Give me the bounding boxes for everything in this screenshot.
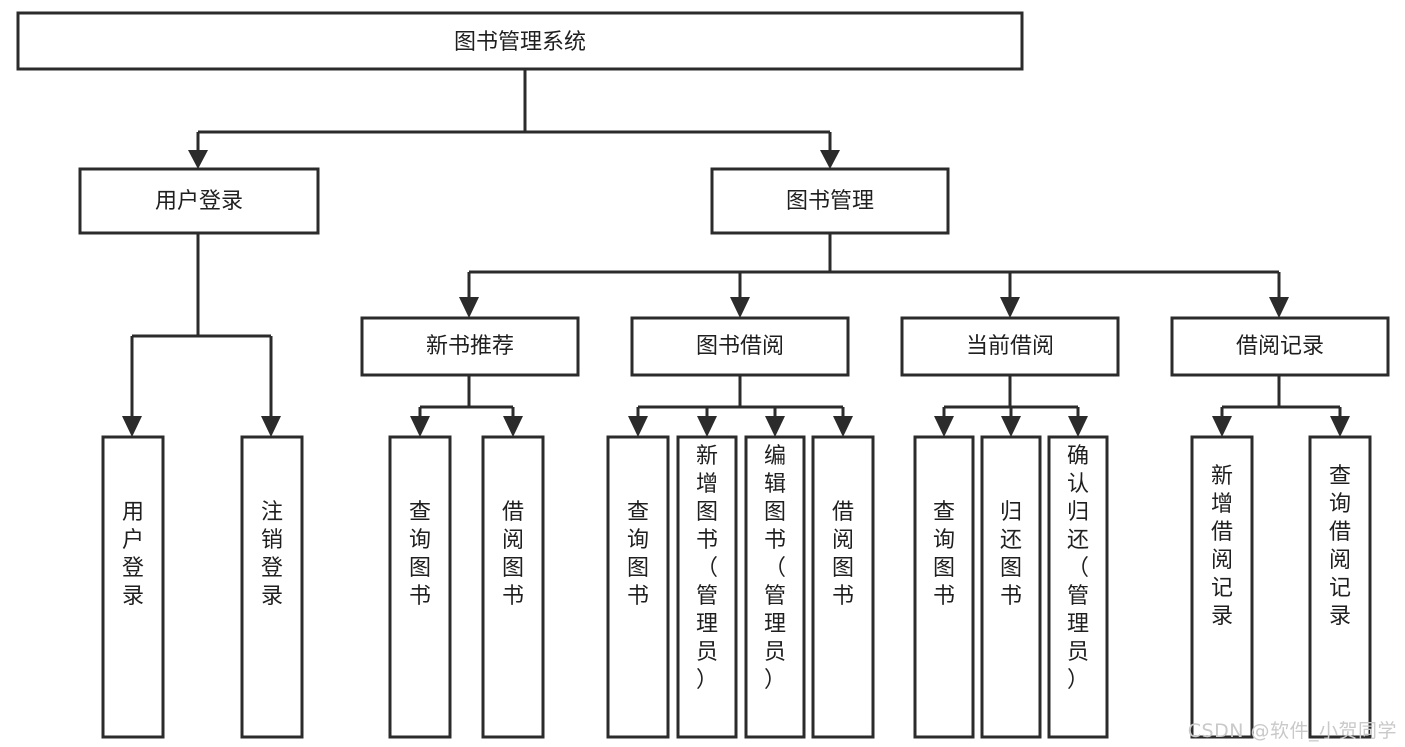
node-leaf-confirm-return-admin[interactable]: 确认归还（管理员） <box>1047 435 1109 739</box>
node-leaf-query-borrow-record[interactable]: 查询借阅记录 <box>1308 435 1372 739</box>
arrow-head-leaf-query-book-1 <box>410 416 430 437</box>
node-leaf-add-borrow-record-label: 新增借阅记录 <box>1211 464 1233 629</box>
node-leaf-add-book-admin-label: 新增图书（管理员） <box>696 444 718 693</box>
node-book-borrow-label: 图书借阅 <box>696 334 784 359</box>
node-leaf-query-book-1-box[interactable] <box>388 435 452 739</box>
node-new-book-recommend-label: 新书推荐 <box>426 334 514 359</box>
arrow-head-borrow-record <box>1269 297 1289 318</box>
node-leaf-edit-book-admin-label: 编辑图书（管理员） <box>764 444 786 693</box>
arrow-head-leaf-logout-login <box>261 416 281 437</box>
node-leaf-edit-book-admin-box[interactable] <box>744 435 806 739</box>
node-leaf-query-book-2-label: 查询图书 <box>627 500 649 609</box>
node-leaf-add-borrow-record[interactable]: 新增借阅记录 <box>1190 435 1254 739</box>
node-leaf-borrow-book-1[interactable]: 借阅图书 <box>481 435 545 739</box>
node-leaf-logout-login-label: 注销登录 <box>261 500 283 609</box>
connectors-layer <box>122 69 1350 437</box>
node-leaf-edit-book-admin[interactable]: 编辑图书（管理员） <box>744 435 806 739</box>
arrow-head-leaf-borrow-book-1 <box>503 416 523 437</box>
arrow-head-current-borrow <box>1000 297 1020 318</box>
node-leaf-query-book-1[interactable]: 查询图书 <box>388 435 452 739</box>
node-leaf-query-borrow-record-label: 查询借阅记录 <box>1329 464 1351 629</box>
node-root-box[interactable] <box>16 11 1024 71</box>
arrow-head-new-book-recommend <box>459 297 479 318</box>
node-borrow-record-box[interactable] <box>1170 316 1390 377</box>
arrow-head-leaf-add-book-admin <box>697 416 717 437</box>
node-leaf-add-book-admin-box[interactable] <box>676 435 738 739</box>
node-book-manage[interactable]: 图书管理 <box>710 167 950 235</box>
node-user-login-box[interactable] <box>78 167 320 235</box>
arrow-head-leaf-add-borrow-record <box>1212 416 1232 437</box>
node-leaf-confirm-return-admin-label: 确认归还（管理员） <box>1067 444 1089 693</box>
node-leaf-user-login[interactable]: 用户登录 <box>101 435 165 739</box>
node-leaf-borrow-book-2[interactable]: 借阅图书 <box>811 435 875 739</box>
node-leaf-query-book-1-label: 查询图书 <box>409 500 431 609</box>
arrow-head-leaf-user-login <box>122 416 142 437</box>
arrow-head-leaf-confirm-return-admin <box>1068 416 1088 437</box>
node-leaf-borrow-book-2-label: 借阅图书 <box>832 500 854 609</box>
node-current-borrow-box[interactable] <box>900 316 1120 377</box>
node-user-login[interactable]: 用户登录 <box>78 167 320 235</box>
node-user-login-label: 用户登录 <box>155 189 243 214</box>
node-current-borrow[interactable]: 当前借阅 <box>900 316 1120 377</box>
node-book-manage-box[interactable] <box>710 167 950 235</box>
node-leaf-query-borrow-record-box[interactable] <box>1308 435 1372 739</box>
node-leaf-add-book-admin[interactable]: 新增图书（管理员） <box>676 435 738 739</box>
arrow-head-leaf-query-borrow-record <box>1330 416 1350 437</box>
node-leaf-query-book-3-box[interactable] <box>913 435 975 739</box>
node-leaf-add-borrow-record-box[interactable] <box>1190 435 1254 739</box>
node-borrow-record[interactable]: 借阅记录 <box>1170 316 1390 377</box>
node-book-manage-label: 图书管理 <box>786 189 874 214</box>
arrow-head-user-login <box>188 150 208 169</box>
node-root[interactable]: 图书管理系统 <box>16 11 1024 71</box>
arrow-head-book-manage <box>820 150 840 169</box>
node-leaf-query-book-2-box[interactable] <box>606 435 670 739</box>
node-leaf-return-book-box[interactable] <box>980 435 1042 739</box>
node-leaf-query-book-2[interactable]: 查询图书 <box>606 435 670 739</box>
node-leaf-borrow-book-2-box[interactable] <box>811 435 875 739</box>
arrow-head-leaf-query-book-2 <box>628 416 648 437</box>
node-book-borrow[interactable]: 图书借阅 <box>630 316 850 377</box>
node-leaf-borrow-book-1-label: 借阅图书 <box>502 500 524 609</box>
arrow-head-leaf-edit-book-admin <box>765 416 785 437</box>
arrow-head-leaf-query-book-3 <box>934 416 954 437</box>
node-leaf-logout-login-box[interactable] <box>240 435 304 739</box>
node-root-label: 图书管理系统 <box>454 30 586 55</box>
node-new-book-recommend-box[interactable] <box>360 316 580 377</box>
node-current-borrow-label: 当前借阅 <box>966 334 1054 359</box>
node-leaf-borrow-book-1-box[interactable] <box>481 435 545 739</box>
node-book-borrow-box[interactable] <box>630 316 850 377</box>
arrow-head-book-borrow <box>730 297 750 318</box>
node-borrow-record-label: 借阅记录 <box>1236 334 1324 359</box>
node-leaf-confirm-return-admin-box[interactable] <box>1047 435 1109 739</box>
node-new-book-recommend[interactable]: 新书推荐 <box>360 316 580 377</box>
arrow-head-leaf-return-book <box>1001 416 1021 437</box>
node-leaf-query-book-3-label: 查询图书 <box>933 500 955 609</box>
node-leaf-user-login-label: 用户登录 <box>122 500 144 609</box>
node-leaf-return-book[interactable]: 归还图书 <box>980 435 1042 739</box>
node-leaf-return-book-label: 归还图书 <box>1000 500 1022 609</box>
arrow-head-leaf-borrow-book-2 <box>833 416 853 437</box>
node-leaf-user-login-box[interactable] <box>101 435 165 739</box>
node-leaf-logout-login[interactable]: 注销登录 <box>240 435 304 739</box>
node-leaf-query-book-3[interactable]: 查询图书 <box>913 435 975 739</box>
